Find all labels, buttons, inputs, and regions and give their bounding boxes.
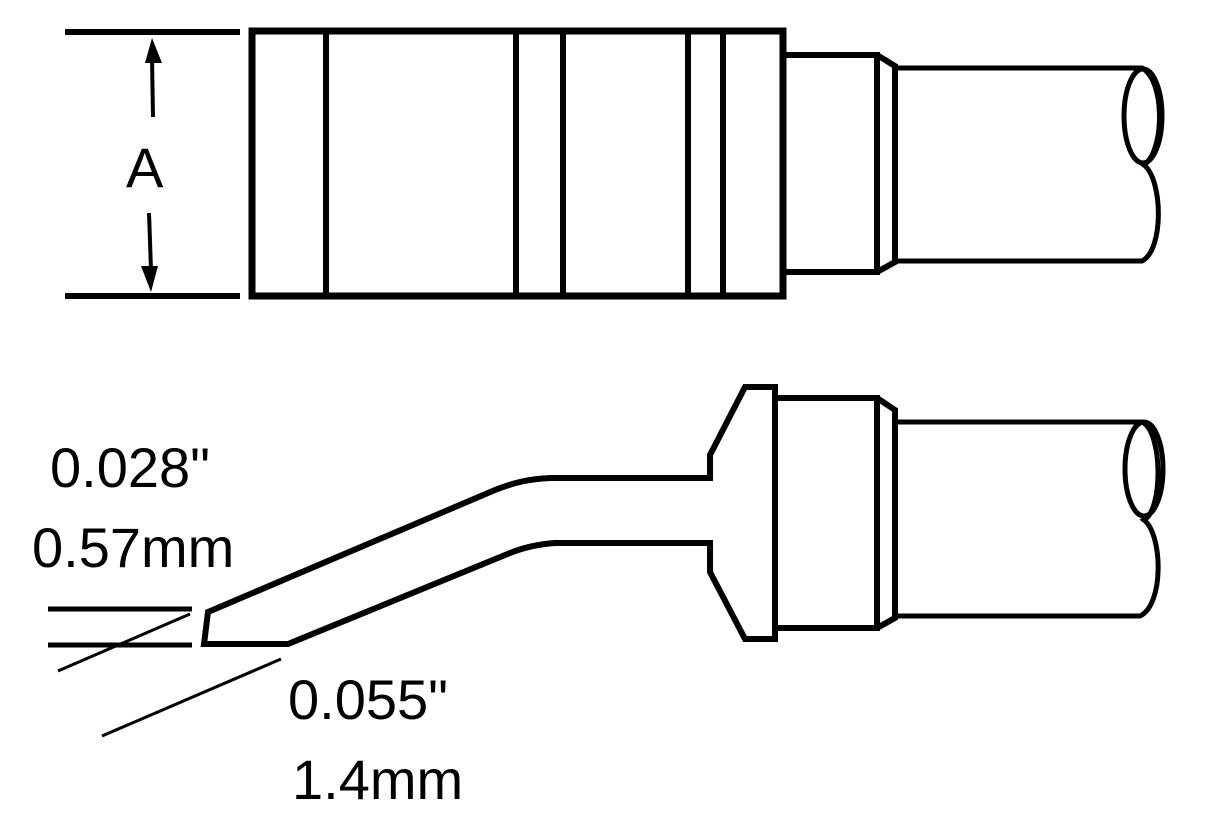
dim-arrow-down-shaft [147, 212, 153, 271]
arrow-up-icon [145, 38, 162, 63]
tip-width-mm: 1.4mm [292, 748, 464, 811]
tip-thickness-inches: 0.028" [50, 436, 211, 499]
side-view [48, 384, 1166, 738]
leader-width [101, 657, 282, 738]
bent-tip [200, 384, 778, 647]
shaft [895, 65, 1162, 264]
tip-width-inches: 0.055" [288, 668, 449, 731]
shaft [895, 419, 1161, 619]
shaft-break-end [1122, 419, 1166, 519]
neck-collar [775, 395, 880, 631]
arrow-down-icon [141, 266, 158, 292]
dimension-label-a: A [126, 136, 164, 199]
tip-thickness-mm: 0.57mm [32, 516, 235, 579]
top-view [65, 27, 1165, 300]
shaft-break-end [1121, 66, 1165, 166]
leader-thickness [57, 612, 191, 673]
neck-chamfer [875, 395, 898, 631]
dim-arrow-up-shaft [150, 57, 155, 118]
neck-chamfer [875, 52, 898, 275]
neck-collar [783, 52, 880, 275]
